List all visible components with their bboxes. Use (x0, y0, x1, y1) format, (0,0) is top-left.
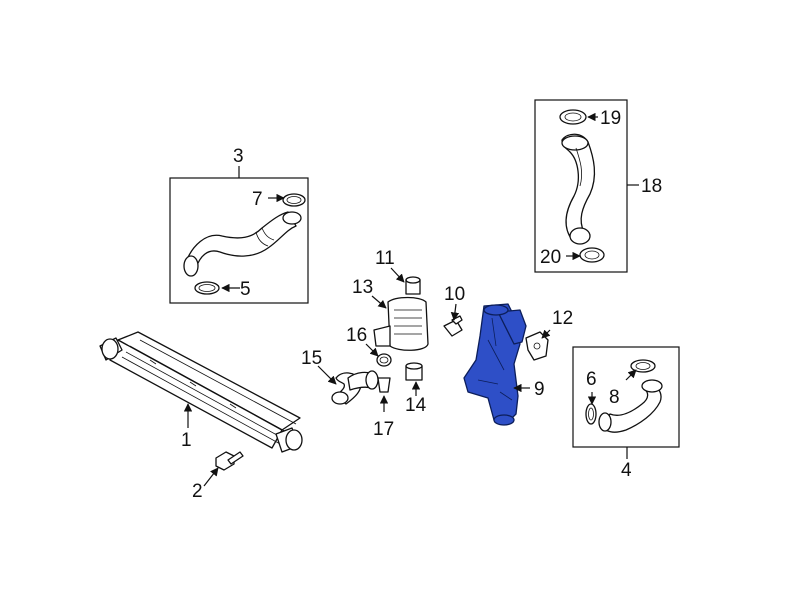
callout-4: 4 (621, 460, 632, 481)
callout-7: 7 (252, 189, 263, 210)
callout-14: 14 (405, 395, 427, 416)
leader-lines (183, 112, 637, 487)
group-box-4 (572, 346, 680, 459)
group-box-18 (534, 99, 639, 273)
hose-18[interactable] (561, 133, 596, 245)
callout-labels: 1 2 3 4 5 6 7 8 9 10 11 12 13 14 15 16 1… (181, 108, 662, 502)
bolt-2[interactable] (215, 451, 244, 471)
callout-20: 20 (540, 247, 561, 268)
resonator-13[interactable] (373, 296, 429, 351)
clamp-7[interactable] (282, 193, 306, 207)
callout-8: 8 (609, 387, 620, 408)
sensor-10[interactable] (443, 315, 463, 337)
clamp-16[interactable] (376, 353, 392, 367)
callout-6: 6 (586, 369, 597, 390)
clamp-19[interactable] (559, 109, 587, 125)
clamp-20[interactable] (579, 247, 605, 263)
callout-13: 13 (352, 277, 373, 298)
callout-11: 11 (375, 248, 395, 269)
callout-2: 2 (192, 481, 203, 502)
hose-3[interactable] (183, 211, 302, 277)
callout-12: 12 (552, 308, 573, 329)
callout-19: 19 (600, 108, 621, 129)
hose-4[interactable] (598, 379, 663, 433)
grommet-14[interactable] (405, 362, 423, 381)
clamp-8[interactable] (630, 359, 656, 373)
callout-1: 1 (181, 430, 192, 451)
callout-15: 15 (301, 348, 322, 369)
callout-9: 9 (534, 379, 545, 400)
hose-15[interactable] (331, 370, 379, 405)
clamp-6[interactable] (585, 403, 597, 425)
callout-18: 18 (641, 176, 662, 197)
group-box-3 (169, 166, 309, 304)
intercooler-1[interactable] (99, 331, 303, 453)
callout-17: 17 (373, 419, 394, 440)
grommet-11[interactable] (405, 276, 421, 295)
clip-17[interactable] (377, 377, 391, 393)
callout-10: 10 (444, 284, 465, 305)
charge-air-pipe-9[interactable] (463, 303, 527, 426)
bracket-12[interactable] (525, 331, 549, 361)
callout-3: 3 (233, 146, 244, 167)
clamp-5[interactable] (194, 281, 220, 295)
callout-16: 16 (346, 325, 367, 346)
callout-5: 5 (240, 279, 251, 300)
